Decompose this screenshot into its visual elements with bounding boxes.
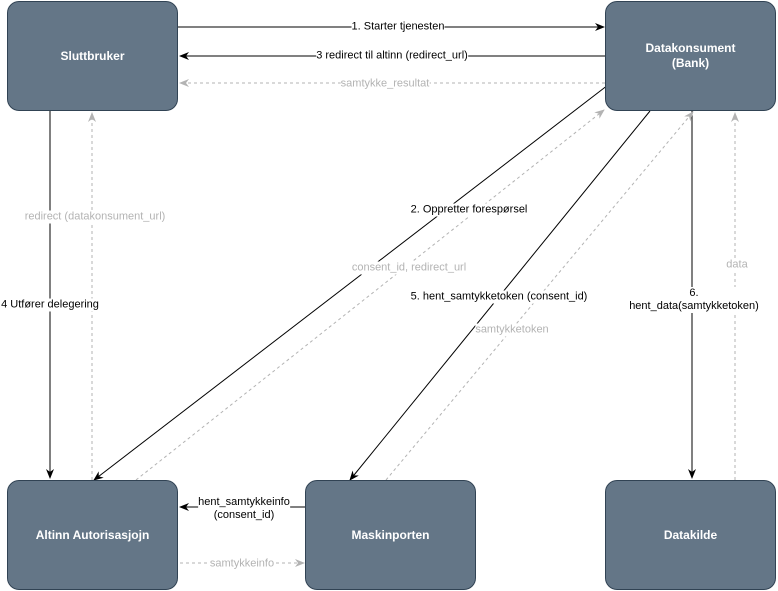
- label-hent-token: 5. hent_samtykketoken (consent_id): [410, 290, 588, 304]
- label-starter: 1. Starter tjenesten: [351, 20, 445, 34]
- label-samtykkeinfo: samtykkeinfo: [209, 557, 275, 571]
- label-consent-redirect: consent_id, redirect_url: [351, 261, 467, 275]
- label-hent-data: 6. hent_data(samtykketoken): [629, 287, 759, 313]
- label-utforer: 4 Utfører delegering: [1, 298, 99, 312]
- label-redirect-dk: redirect (datakonsument_url): [24, 210, 166, 224]
- label-data: data: [726, 258, 748, 272]
- label-samtykketoken: samtykketoken: [475, 323, 549, 337]
- node-sluttbruker: Sluttbruker: [7, 1, 178, 111]
- label-samtykke-resultat: samtykke_resultat: [340, 77, 430, 91]
- node-datakilde: Datakilde: [605, 480, 776, 590]
- edge-samtykketoken: [385, 111, 694, 481]
- node-maskinporten: Maskinporten: [305, 480, 476, 590]
- label-hent-info: hent_samtykkeinfo (consent_id): [198, 496, 290, 522]
- edge-oppretter: [93, 84, 609, 481]
- node-altinn: Altinn Autorisasjojn: [7, 480, 178, 590]
- node-datakonsument: Datakonsument (Bank): [605, 1, 776, 111]
- label-oppretter: 2. Oppretter forespørsel: [410, 203, 528, 217]
- label-redirect-altinn: 3 redirect til altinn (redirect_url): [316, 49, 468, 63]
